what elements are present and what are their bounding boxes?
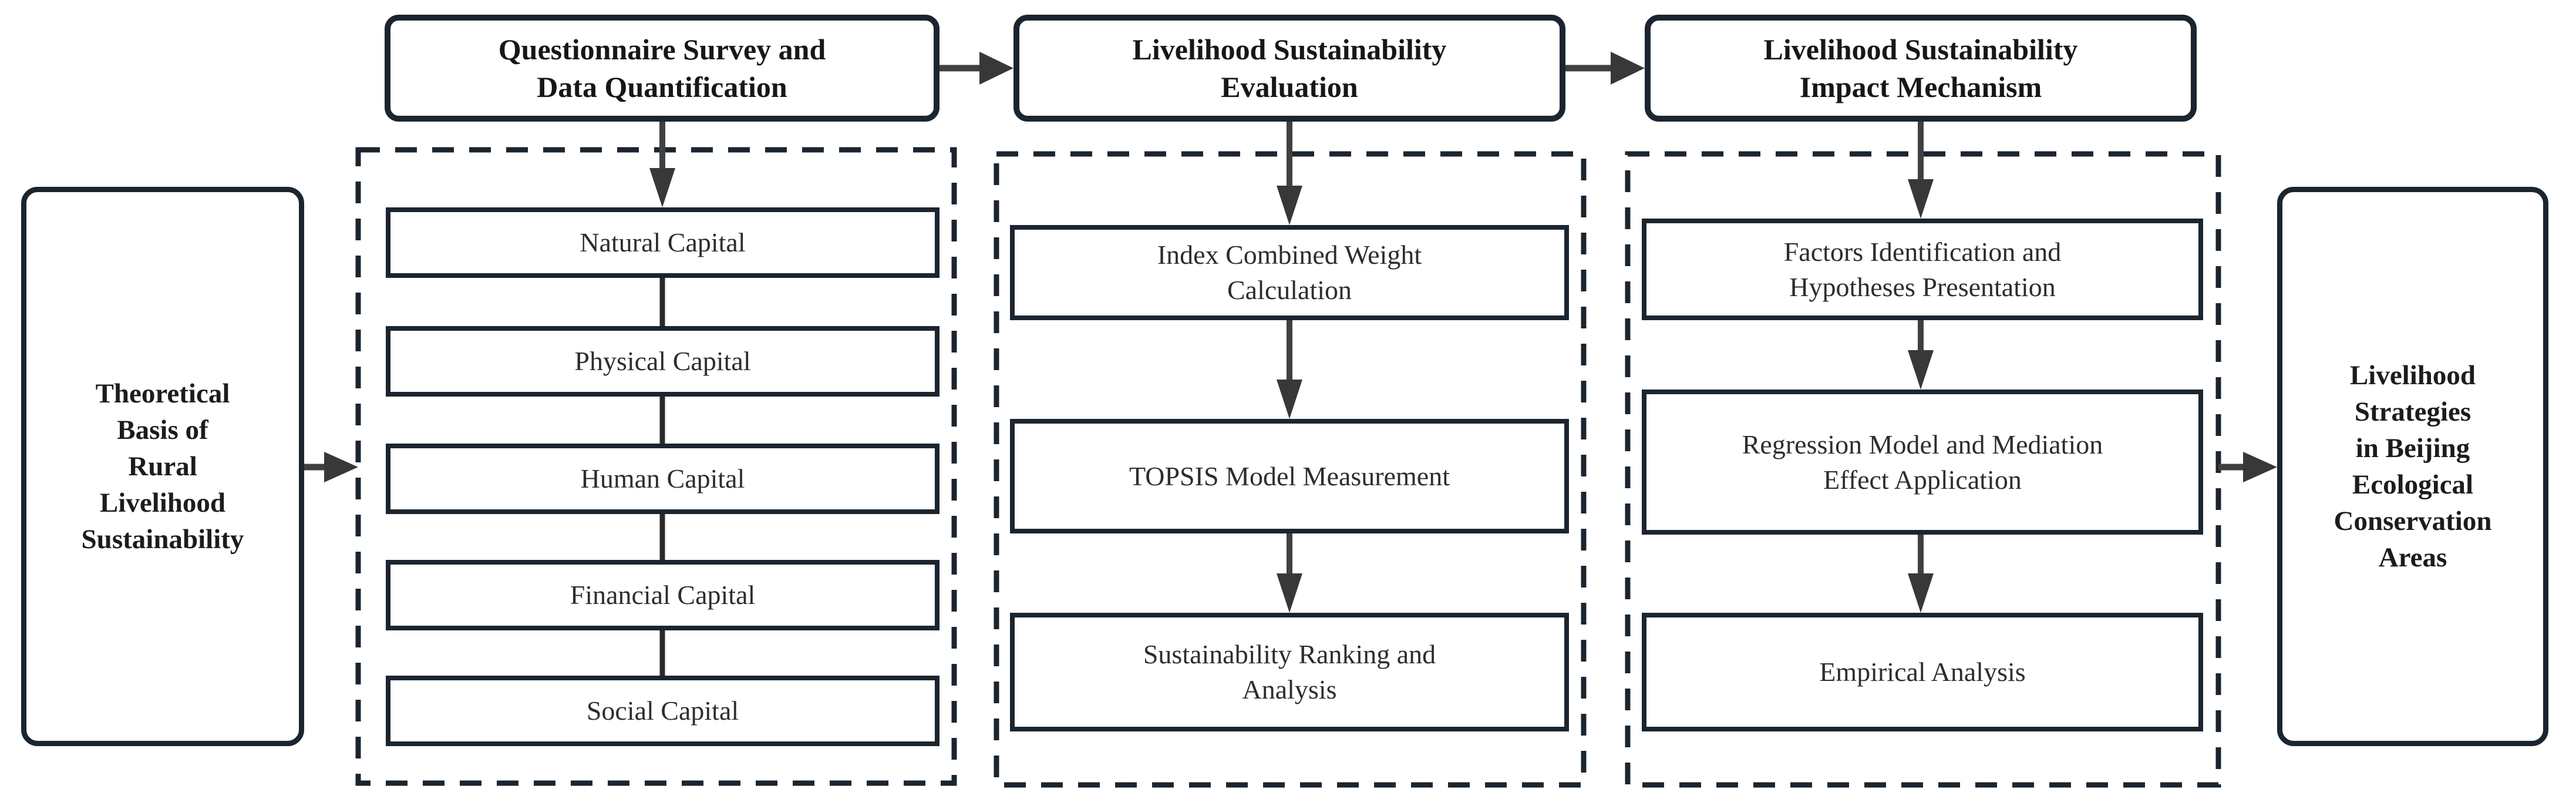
- capital-box-human: Human Capital: [386, 444, 940, 514]
- arrow-header2-index-head: [1277, 186, 1302, 225]
- capital-box-financial: Financial Capital: [386, 560, 940, 630]
- header-sustainability-evaluation-label: Livelihood Sustainability Evaluation: [1132, 33, 1447, 103]
- theoretical-basis-label: Theoretical Basis of Rural Livelihood Su…: [81, 378, 244, 555]
- arrow-header2-header3-head: [1611, 52, 1645, 85]
- capital-physical-label: Physical Capital: [574, 346, 751, 377]
- arrow-index-topsis-head: [1277, 380, 1302, 419]
- header-sustainability-evaluation: Livelihood Sustainability Evaluation: [1013, 15, 1565, 122]
- header-questionnaire-survey: Questionnaire Survey and Data Quantifica…: [385, 15, 940, 122]
- arrow-leftbox-column1-head: [324, 452, 358, 482]
- step-box-empirical-analysis: Empirical Analysis: [1642, 613, 2203, 731]
- arrow-header3-factors-head: [1908, 179, 1934, 219]
- arrow-regression-empirical-head: [1908, 573, 1934, 613]
- arrow-factors-regression-head: [1908, 350, 1934, 390]
- dashed-container-survey: [355, 147, 957, 786]
- capital-box-natural: Natural Capital: [386, 207, 940, 278]
- arrow-topsis-ranking-head: [1277, 573, 1302, 613]
- header-questionnaire-survey-label: Questionnaire Survey and Data Quantifica…: [498, 33, 826, 103]
- step-factors-identification-label: Factors Identification and Hypotheses Pr…: [1783, 236, 2062, 302]
- livelihood-strategies-label: Livelihood Strategies in Beijing Ecologi…: [2333, 360, 2492, 573]
- capital-financial-label: Financial Capital: [570, 580, 756, 610]
- livelihood-strategies-box: Livelihood Strategies in Beijing Ecologi…: [2277, 187, 2548, 746]
- step-box-factors-identification: Factors Identification and Hypotheses Pr…: [1642, 219, 2203, 320]
- theoretical-basis-box: Theoretical Basis of Rural Livelihood Su…: [21, 187, 304, 746]
- step-empirical-analysis-label: Empirical Analysis: [1819, 657, 2026, 687]
- arrow-header1-header2-head: [979, 52, 1013, 85]
- step-sustainability-ranking-label: Sustainability Ranking and Analysis: [1143, 639, 1436, 704]
- step-box-index-weight: Index Combined Weight Calculation: [1010, 225, 1569, 320]
- step-box-sustainability-ranking: Sustainability Ranking and Analysis: [1010, 613, 1569, 731]
- capital-human-label: Human Capital: [580, 464, 745, 494]
- capital-box-physical: Physical Capital: [386, 326, 940, 397]
- step-box-regression-mediation: Regression Model and Mediation Effect Ap…: [1642, 390, 2203, 535]
- arrow-column3-rightbox-head: [2243, 452, 2277, 482]
- arrow-header1-natural-head: [649, 168, 675, 207]
- step-box-topsis: TOPSIS Model Measurement: [1010, 419, 1569, 533]
- step-regression-mediation-label: Regression Model and Mediation Effect Ap…: [1742, 429, 2103, 495]
- capital-social-label: Social Capital: [586, 696, 739, 726]
- capital-natural-label: Natural Capital: [580, 227, 746, 258]
- header-impact-mechanism-label: Livelihood Sustainability Impact Mechani…: [1763, 33, 2078, 103]
- dashed-container-evaluation: [994, 151, 1587, 788]
- step-topsis-label: TOPSIS Model Measurement: [1129, 461, 1450, 491]
- header-impact-mechanism: Livelihood Sustainability Impact Mechani…: [1645, 15, 2197, 122]
- step-index-weight-label: Index Combined Weight Calculation: [1157, 240, 1422, 305]
- capital-box-social: Social Capital: [386, 676, 940, 746]
